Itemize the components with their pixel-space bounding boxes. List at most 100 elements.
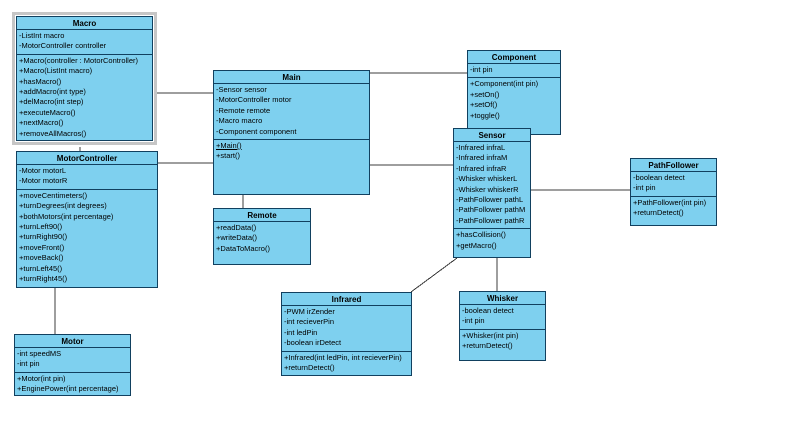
class-member: +Whisker(int pin) <box>462 330 519 340</box>
class-member: -Remote remote <box>216 105 271 115</box>
class-box-component[interactable]: Component-int pin+Component(int pin)+set… <box>467 50 561 135</box>
class-member: +Infrared(int ledPin, int recieverPin) <box>284 352 402 362</box>
class-member: -int pin <box>633 183 656 193</box>
class-name-sensor: Sensor <box>454 129 530 142</box>
class-member: +returnDetect() <box>633 208 684 218</box>
class-member: +returnDetect() <box>284 363 335 373</box>
class-member: +readData() <box>216 223 257 232</box>
class-member: +Main() <box>216 141 242 151</box>
connector-sensor-infrared[interactable] <box>410 257 458 293</box>
class-member: +hasMacro() <box>19 76 62 86</box>
class-member: -boolean detect <box>462 306 514 315</box>
class-name-infrared: Infrared <box>282 293 411 306</box>
class-member: -PathFollower pathR <box>456 215 525 225</box>
class-member: +toggle() <box>470 110 500 120</box>
class-attributes-motorcontroller: -Motor motorL-Motor motorR <box>17 165 157 190</box>
class-attributes-sensor: -Infrared infraL-Infrared infraM-Infrare… <box>454 142 530 230</box>
class-member: +hasCollision() <box>456 230 506 240</box>
class-member: +nextMacro() <box>19 118 64 128</box>
class-attributes-main: -Sensor sensor-MotorController motor-Rem… <box>214 84 369 141</box>
class-box-pathfollower[interactable]: PathFollower-boolean detect-int pin+Path… <box>630 158 717 226</box>
class-member: +start() <box>216 151 240 161</box>
class-member: +turnRight45() <box>19 274 68 284</box>
class-member: +setOn() <box>470 89 500 99</box>
class-attributes-component: -int pin <box>468 64 560 79</box>
class-box-macro[interactable]: Macro-ListInt macro-MotorController cont… <box>12 12 157 145</box>
class-member: +returnDetect() <box>462 341 513 351</box>
class-member: +turnLeft45() <box>19 263 63 273</box>
class-member: +Macro(controller : MotorController) <box>19 55 138 65</box>
class-member: -int pin <box>462 316 485 326</box>
class-member: -Whisker whiskerR <box>456 184 519 194</box>
class-attributes-pathfollower: -boolean detect-int pin <box>631 172 716 197</box>
class-methods-macro: +Macro(controller : MotorController)+Mac… <box>17 55 152 141</box>
class-member: -ListInt macro <box>19 31 65 40</box>
class-methods-main: +Main()+start() <box>214 140 369 194</box>
class-member: -Sensor sensor <box>216 85 267 94</box>
class-member: +Component(int pin) <box>470 79 539 89</box>
class-name-component: Component <box>468 51 560 64</box>
class-member: +bothMotors(int percentage) <box>19 211 114 221</box>
class-methods-sensor: +hasCollision()+getMacro() <box>454 229 530 257</box>
class-methods-motorcontroller: +moveCentimeters()+turnDegrees(int degre… <box>17 190 157 287</box>
class-member: -Infrared infraL <box>456 143 506 152</box>
class-member: -int pin <box>17 359 40 369</box>
class-member: +executeMacro() <box>19 107 76 117</box>
class-member: -PathFollower pathL <box>456 195 524 205</box>
class-box-sensor[interactable]: Sensor-Infrared infraL-Infrared infraM-I… <box>453 128 531 258</box>
class-attributes-infrared: -PWM irZender-int recieverPin-int ledPin… <box>282 306 411 352</box>
class-member: -Infrared infraM <box>456 153 508 163</box>
class-box-infrared[interactable]: Infrared-PWM irZender-int recieverPin-in… <box>281 292 412 376</box>
class-member: -PathFollower pathM <box>456 205 526 215</box>
class-methods-pathfollower: +PathFollower(int pin)+returnDetect() <box>631 197 716 225</box>
class-member: +DataToMacro() <box>216 243 270 253</box>
class-methods-remote: +readData()+writeData()+DataToMacro() <box>214 222 310 264</box>
class-name-remote: Remote <box>214 209 310 222</box>
class-member: +delMacro(int step) <box>19 97 84 107</box>
class-member: -MotorController motor <box>216 95 292 105</box>
class-member: -Whisker whiskerL <box>456 174 518 184</box>
class-member: +setOf() <box>470 100 498 110</box>
class-member: +moveBack() <box>19 253 64 263</box>
class-name-main: Main <box>214 71 369 84</box>
class-member: +turnLeft90() <box>19 222 63 232</box>
class-member: +moveCentimeters() <box>19 190 88 200</box>
class-attributes-whisker: -boolean detect-int pin <box>460 305 545 330</box>
class-name-motorcontroller: MotorController <box>17 152 157 165</box>
class-member: +Macro(ListInt macro) <box>19 66 93 76</box>
class-member: -int speedMS <box>17 349 62 358</box>
class-box-motor[interactable]: Motor-int speedMS-int pin +Motor(int pin)… <box>14 334 131 396</box>
class-name-motor: Motor <box>15 335 130 348</box>
class-box-motorcontroller[interactable]: MotorController-Motor motorL-Motor motor… <box>16 151 158 288</box>
class-methods-motor: +Motor(int pin)+EnginePower(int percenta… <box>15 373 130 397</box>
class-name-whisker: Whisker <box>460 292 545 305</box>
class-methods-infrared: +Infrared(int ledPin, int recieverPin)+r… <box>282 352 411 376</box>
class-member: +removeAllMacros() <box>19 128 87 138</box>
class-member: -int ledPin <box>284 327 318 337</box>
class-member: +moveFront() <box>19 242 65 252</box>
class-name-pathfollower: PathFollower <box>631 159 716 172</box>
class-member: -Component component <box>216 126 297 136</box>
class-member: +getMacro() <box>456 240 497 250</box>
class-methods-component: +Component(int pin)+setOn()+setOf()+togg… <box>468 78 560 134</box>
class-member: -boolean detect <box>633 173 685 182</box>
class-member: +turnRight90() <box>19 232 68 242</box>
class-member: +PathFollower(int pin) <box>633 197 707 207</box>
class-member: -Infrared infraR <box>456 163 507 173</box>
class-member: -Macro macro <box>216 116 263 126</box>
class-member: -boolean irDetect <box>284 338 342 348</box>
class-member: -int recieverPin <box>284 317 335 327</box>
class-member: +Motor(int pin) <box>17 373 66 383</box>
class-box-remote[interactable]: Remote+readData()+writeData()+DataToMacr… <box>213 208 311 265</box>
class-member: +addMacro(int type) <box>19 87 86 97</box>
class-member: -PWM irZender <box>284 307 335 316</box>
class-member: +writeData() <box>216 233 258 243</box>
class-box-whisker[interactable]: Whisker-boolean detect-int pin+Whisker(i… <box>459 291 546 361</box>
class-box-main[interactable]: Main-Sensor sensor-MotorController motor… <box>213 70 370 195</box>
class-name-macro: Macro <box>17 17 152 30</box>
class-member: +turnDegrees(int degrees) <box>19 201 107 211</box>
class-attributes-macro: -ListInt macro-MotorController controlle… <box>17 30 152 55</box>
class-methods-whisker: +Whisker(int pin)+returnDetect() <box>460 330 545 360</box>
class-member: -MotorController controller <box>19 41 107 51</box>
